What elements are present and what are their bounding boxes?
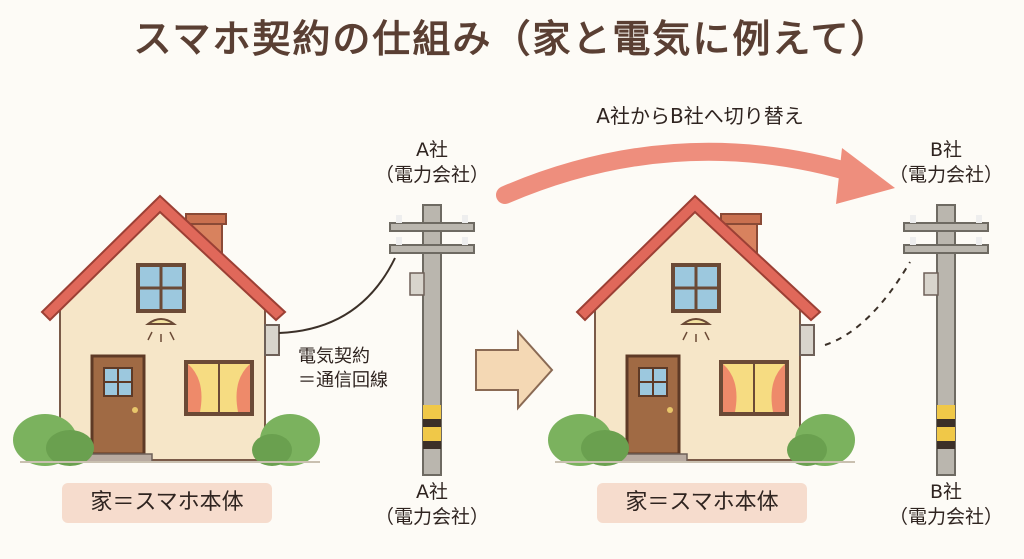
switch-label: A社からB社へ切り替え	[596, 104, 804, 128]
company-a-top-label: A社 （電力会社）	[374, 139, 489, 186]
house-tag-left: 家＝スマホ本体	[62, 483, 272, 523]
connection-wire-left	[278, 257, 396, 334]
company-b-top-label: B社 （電力会社）	[888, 139, 1003, 186]
switch-arrow-icon	[475, 329, 554, 411]
curved-arrow-icon	[496, 142, 869, 204]
utility-pole-a	[389, 204, 475, 476]
house-tag-right: 家＝スマホ本体	[597, 483, 807, 523]
page-title: スマホ契約の仕組み（家と電気に例えて）	[133, 17, 891, 61]
connection-wire-right	[824, 261, 911, 346]
house-right	[546, 194, 857, 468]
contract-label: 電気契約 ＝通信回線	[298, 346, 388, 391]
curved-arrow-head-icon	[836, 148, 895, 204]
house-left	[11, 194, 322, 468]
company-b-bottom-label: B社 （電力会社）	[888, 481, 1003, 528]
utility-pole-b	[903, 204, 989, 476]
company-a-bottom-label: A社 （電力会社）	[374, 481, 489, 528]
